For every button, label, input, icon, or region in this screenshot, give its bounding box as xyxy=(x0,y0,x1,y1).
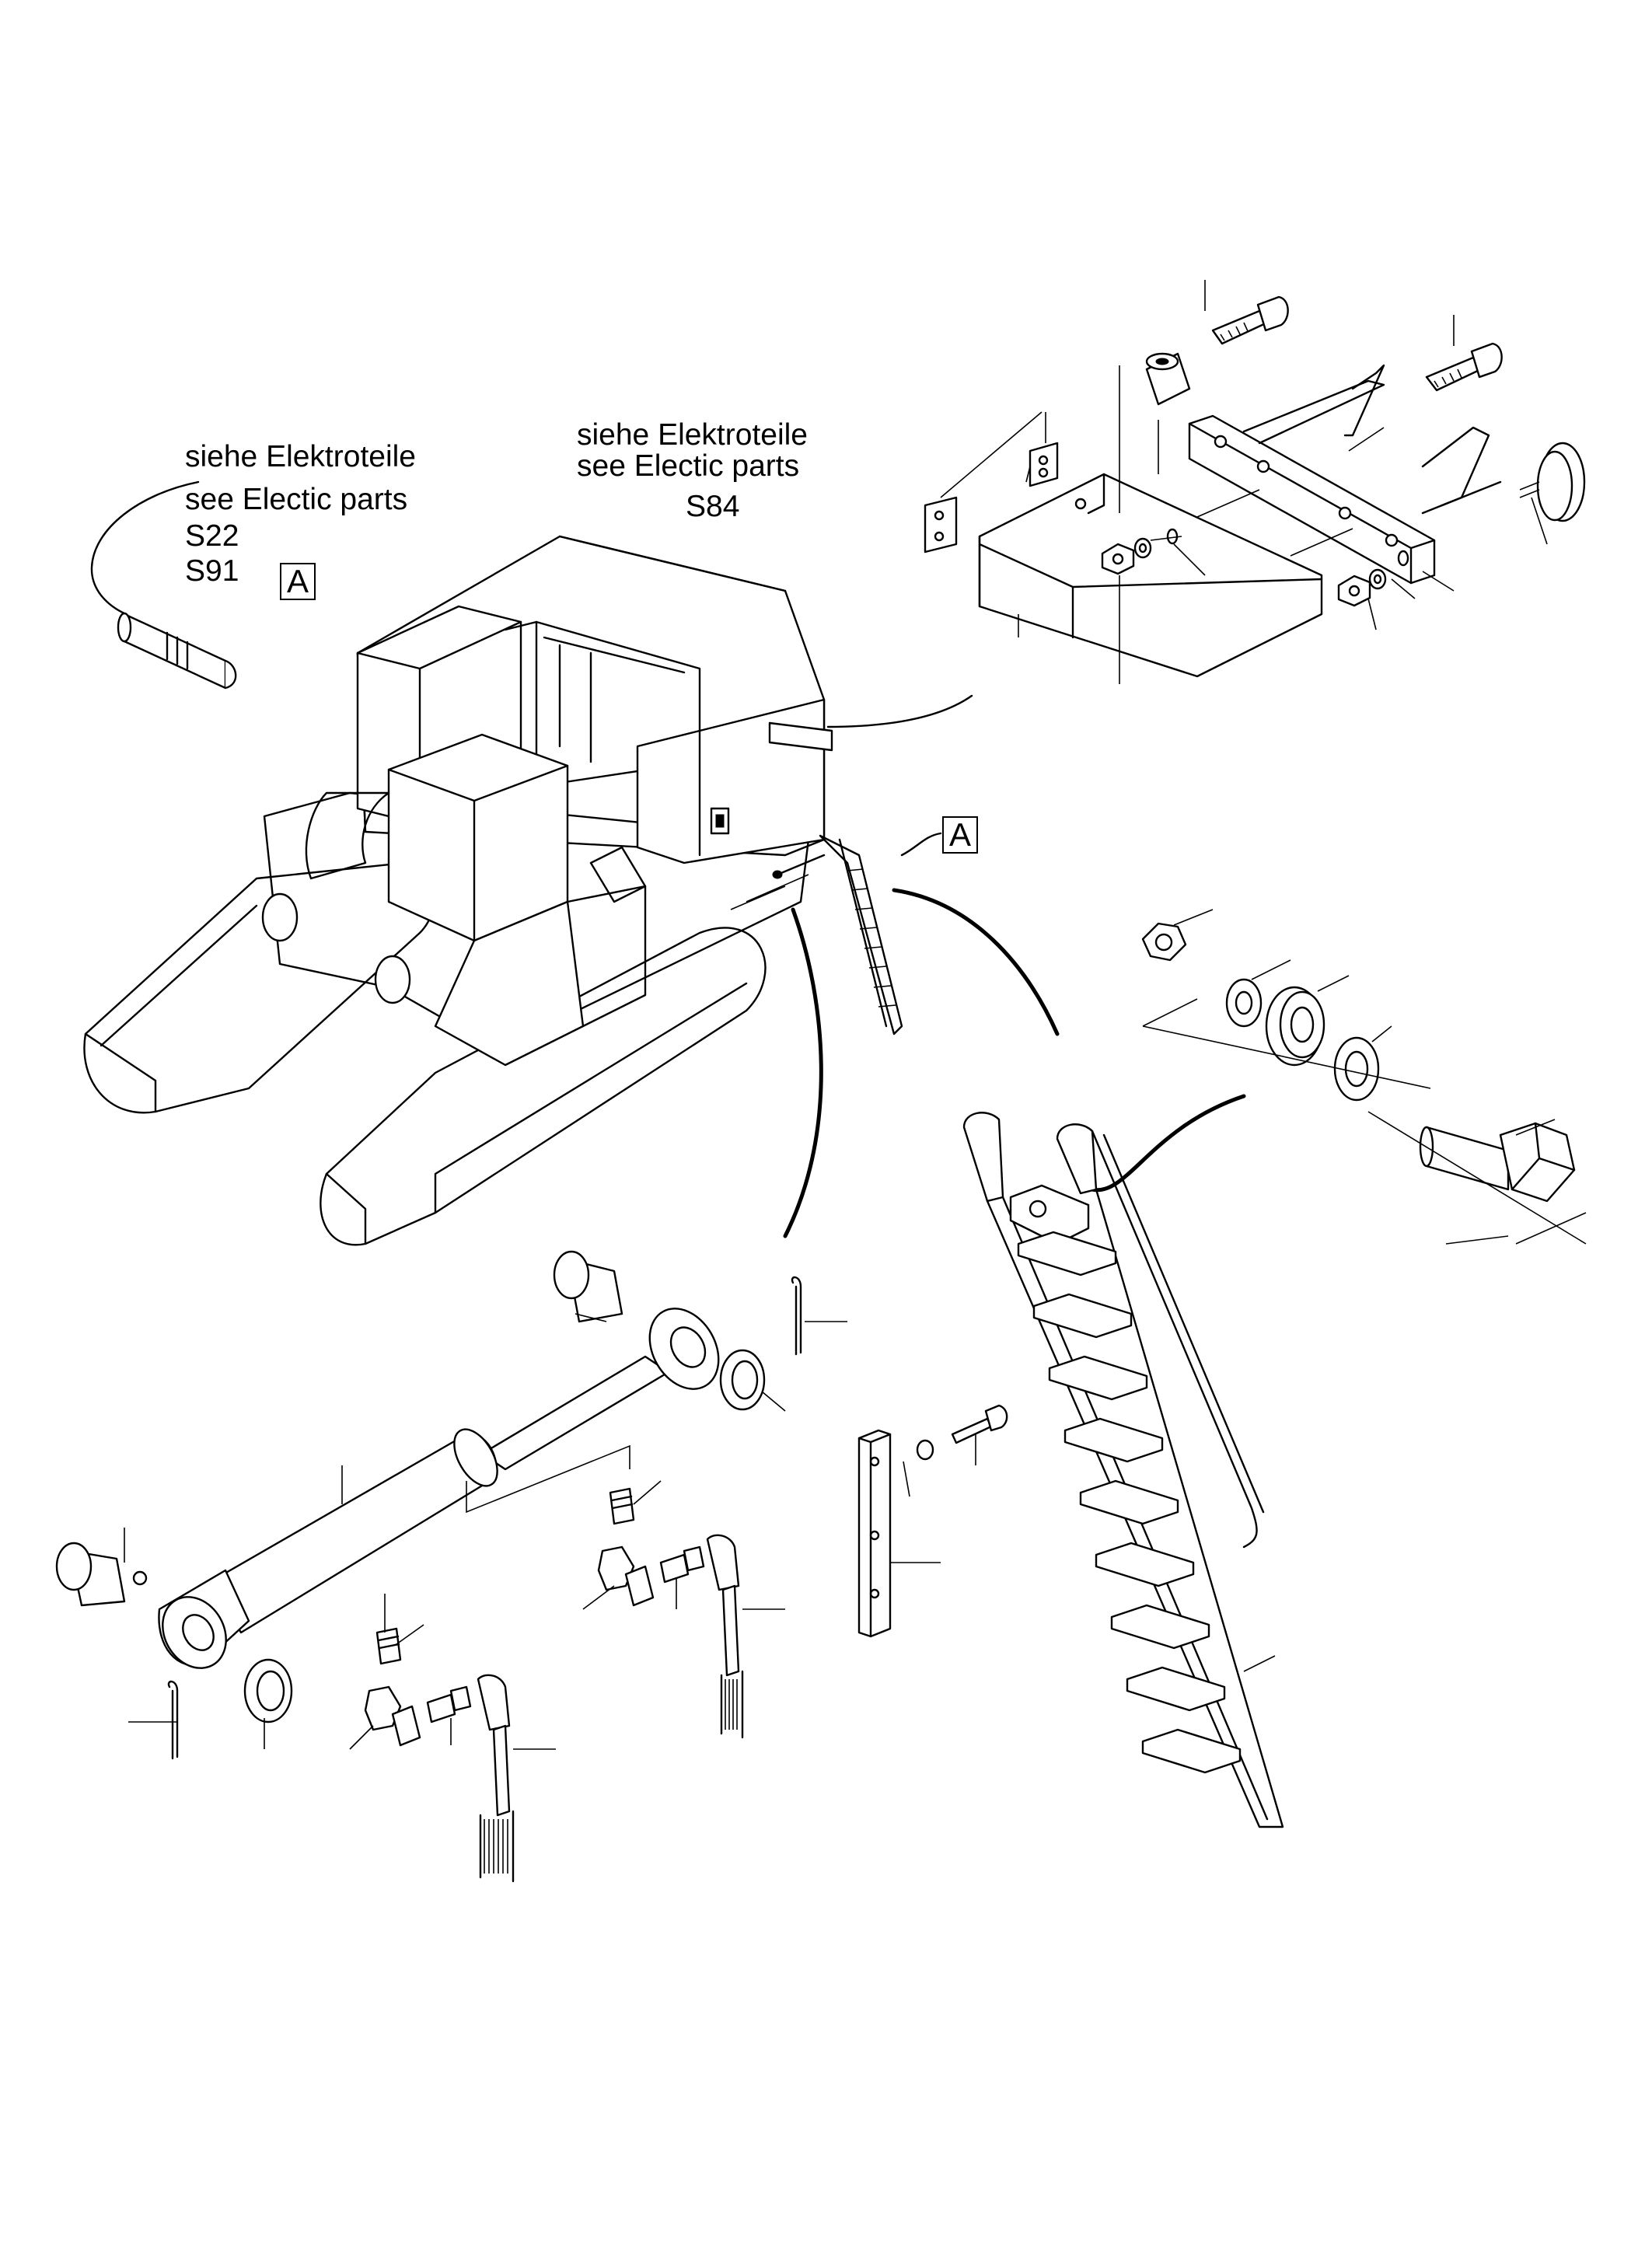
ladder xyxy=(962,1112,1284,1828)
ladder-steps xyxy=(1017,1231,1242,1774)
hydraulic-cylinder xyxy=(55,1250,847,1760)
callout-left-code-s91: S91 xyxy=(185,554,239,588)
callout-center-line1: siehe Elektroteile xyxy=(577,418,808,452)
proximity-sensor xyxy=(90,480,237,690)
strip-bar xyxy=(857,1404,1008,1638)
callout-left-line2: see Electic parts xyxy=(185,483,408,516)
callout-left-code-s22: S22 xyxy=(185,519,239,553)
callout-left-line1: siehe Elektroteile xyxy=(185,440,416,473)
leader-lines xyxy=(783,694,1246,1238)
detail-marker-a: A xyxy=(280,563,316,600)
excavator-body xyxy=(83,535,903,1246)
bearing-assembly xyxy=(1141,909,1587,1245)
detail-marker-a-2: A xyxy=(942,816,978,854)
callout-center-code-s84: S84 xyxy=(686,490,740,523)
bracket-assembly xyxy=(924,280,1586,684)
fittings-and-hoses xyxy=(349,1480,785,1883)
callout-center-line2: see Electic parts xyxy=(577,449,800,483)
